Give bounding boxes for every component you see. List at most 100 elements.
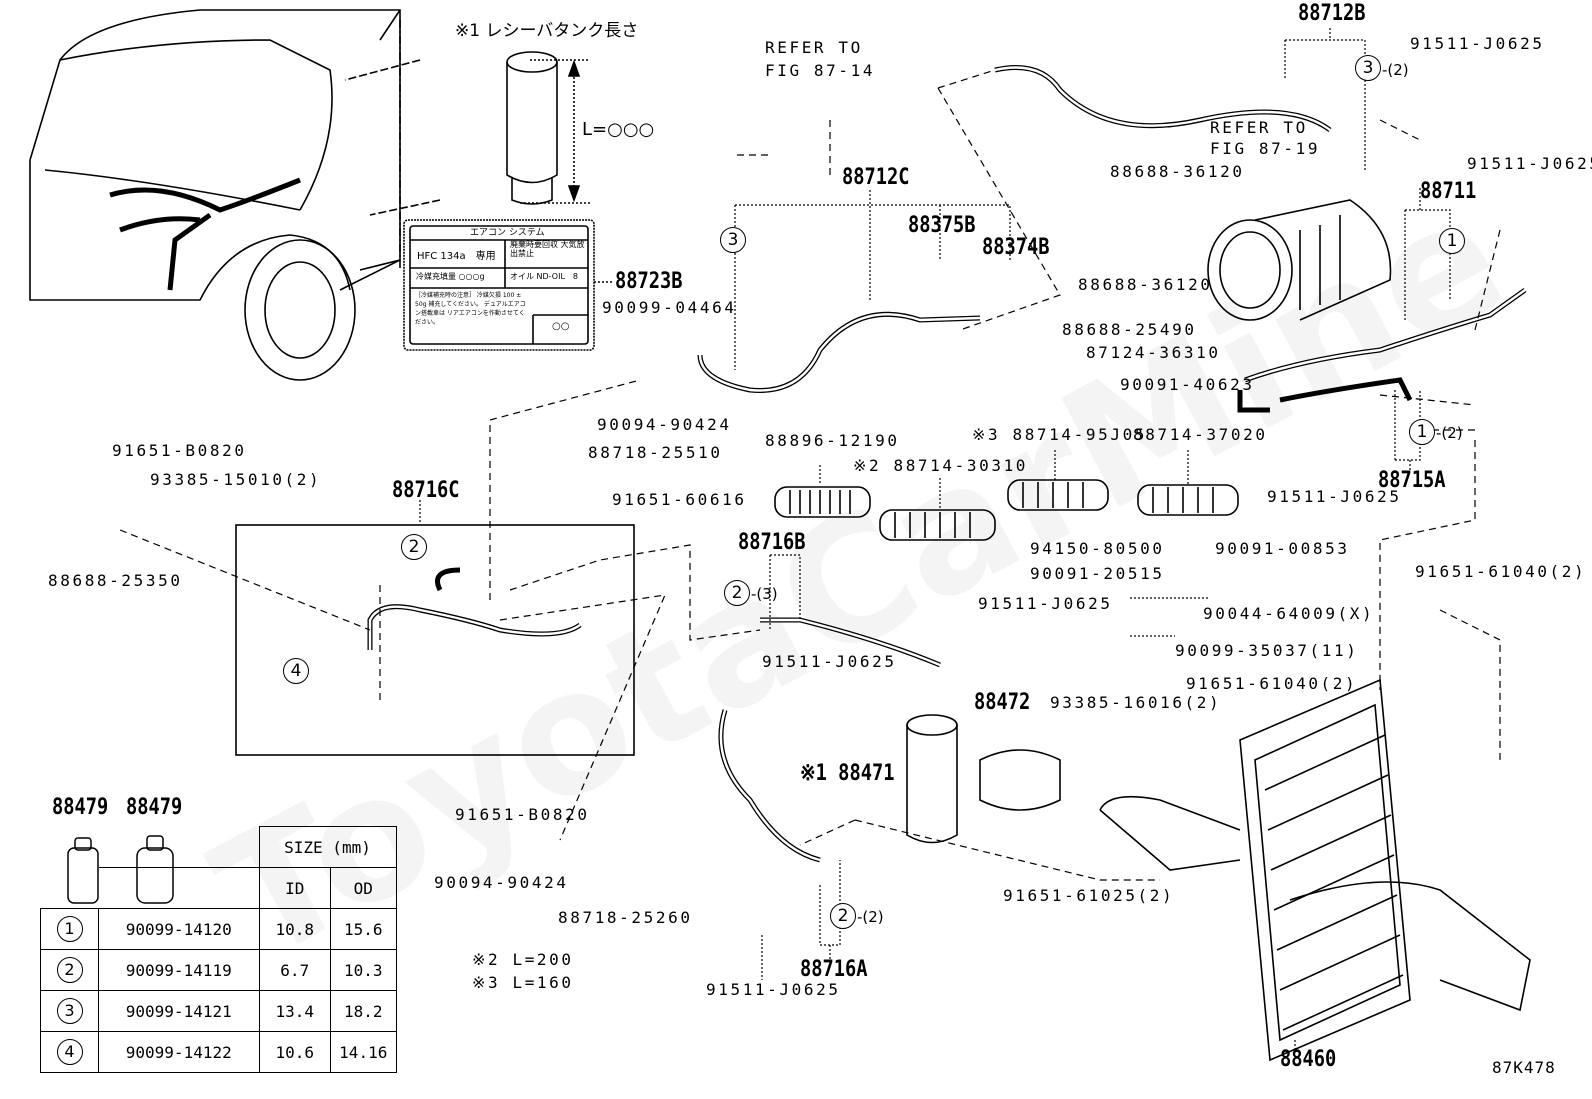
row-od: 10.3 xyxy=(330,949,397,991)
decal-oil: オイル ND-OIL 8 xyxy=(510,272,578,281)
od-header: OD xyxy=(330,867,397,909)
receiver-length-title: ※1 レシーバタンク長さ xyxy=(455,21,639,41)
circle-marker: 1 xyxy=(1409,419,1435,445)
part-label[interactable]: 90044-64009(X) xyxy=(1203,604,1375,623)
part-label[interactable]: 90091-00853 xyxy=(1215,539,1350,558)
part-label[interactable]: 91651-61040(2) xyxy=(1186,674,1358,693)
leader-lines xyxy=(119,69,1501,881)
row-part[interactable]: 90099-14121 xyxy=(98,990,260,1032)
part-label[interactable]: 88716A xyxy=(800,957,868,982)
compressor-drawing xyxy=(1207,199,1392,321)
decal-header: エアコン システム xyxy=(470,228,545,238)
part-label[interactable]: 94150-80500 xyxy=(1030,539,1165,558)
row-part[interactable]: 90099-14122 xyxy=(98,1031,260,1073)
decal-code: ○○ xyxy=(552,321,570,332)
insulator-tubes xyxy=(774,479,1239,541)
row-od: 18.2 xyxy=(330,990,397,1032)
id-header: ID xyxy=(258,867,332,909)
circle-marker: 3 xyxy=(1355,55,1381,81)
qty-label: -(3) xyxy=(751,585,778,603)
part-label[interactable]: 88479 xyxy=(52,795,109,820)
part-label[interactable]: 88896-12190 xyxy=(765,431,900,450)
part-label[interactable]: 91651-B0820 xyxy=(455,805,590,824)
part-label[interactable]: 91651-60616 xyxy=(612,490,747,509)
part-label[interactable]: 88711 xyxy=(1420,179,1477,204)
part-label[interactable]: 88718-25510 xyxy=(588,443,723,462)
row-mark: 4 xyxy=(56,1039,83,1065)
receiver-dryer-drawing xyxy=(906,714,1061,844)
row-id: 6.7 xyxy=(258,949,332,991)
row-id: 10.6 xyxy=(258,1031,332,1073)
part-label[interactable]: 88479 xyxy=(126,795,183,820)
part-label[interactable]: 90099-35037(11) xyxy=(1175,641,1359,660)
part-label[interactable]: 88460 xyxy=(1280,1047,1337,1072)
refer-to-87-14-line1: REFER TO xyxy=(765,38,863,57)
row-part[interactable]: 90099-14120 xyxy=(98,908,260,950)
row-mark: 2 xyxy=(56,957,83,983)
note-label: ※3 L=160 xyxy=(472,973,574,992)
part-label[interactable]: 90091-20515 xyxy=(1030,564,1165,583)
part-label[interactable]: 88472 xyxy=(974,690,1031,715)
part-label[interactable]: 90099-04464 xyxy=(602,298,737,317)
row-mark: 3 xyxy=(56,998,83,1024)
row-part[interactable]: 90099-14119 xyxy=(98,949,260,991)
part-label[interactable]: 88688-25350 xyxy=(48,571,183,590)
part-label[interactable]: 88688-25490 xyxy=(1062,320,1197,339)
circle-marker: 1 xyxy=(1439,228,1465,254)
part-label[interactable]: 88712B xyxy=(1298,1,1366,26)
decal-recovery: 廃棄時要回収 大気放出禁止 xyxy=(510,240,585,258)
part-label[interactable]: 90094-90424 xyxy=(434,873,569,892)
truck-drawing xyxy=(29,9,401,381)
part-label[interactable]: 87124-36310 xyxy=(1086,343,1221,362)
note-label: ※2 L=200 xyxy=(472,950,574,969)
part-label[interactable]: 91511-J0625 xyxy=(706,980,841,999)
part-label[interactable]: 88716C xyxy=(392,478,460,503)
part-label[interactable]: 93385-15010(2) xyxy=(150,470,322,489)
part-label[interactable]: 91511-J0625 xyxy=(1467,154,1592,173)
row-mark: 1 xyxy=(56,916,83,942)
part-label[interactable]: 91651-61040(2) xyxy=(1415,562,1587,581)
circle-marker: 2 xyxy=(401,534,427,560)
part-label[interactable]: 88688-36120 xyxy=(1110,162,1245,181)
refer-to-87-14-line2[interactable]: FIG 87-14 xyxy=(765,61,876,80)
88716c-group-box xyxy=(235,524,635,756)
part-label[interactable]: 91511-J0625 xyxy=(762,652,897,671)
row-id: 10.8 xyxy=(258,908,332,950)
row-od: 15.6 xyxy=(330,908,397,950)
row-od: 14.16 xyxy=(330,1031,397,1073)
circle-marker: 4 xyxy=(283,658,309,684)
part-label[interactable]: 90091-40623 xyxy=(1120,375,1255,394)
part-label[interactable]: 88718-25260 xyxy=(558,908,693,927)
receiver-inset-drawing xyxy=(344,51,590,216)
part-label[interactable]: 91511-J0625 xyxy=(1267,487,1402,506)
part-label[interactable]: ※2 88714-30310 xyxy=(853,456,1029,475)
receiver-length-value: L=○○○ xyxy=(582,119,655,140)
part-label[interactable]: 88375B xyxy=(908,213,976,238)
part-label[interactable]: 88716B xyxy=(738,530,806,555)
part-label[interactable]: 88714-37020 xyxy=(1133,425,1268,444)
part-label[interactable]: ※3 88714-95J05 xyxy=(972,425,1148,444)
part-label[interactable]: 88715A xyxy=(1378,468,1446,493)
part-label[interactable]: 91511-J0625 xyxy=(978,594,1113,613)
part-label[interactable]: 88374B xyxy=(982,235,1050,260)
part-label[interactable]: 91651-61025(2) xyxy=(1003,886,1175,905)
circle-marker: 3 xyxy=(720,227,746,253)
part-label[interactable]: 91651-B0820 xyxy=(112,441,247,460)
circle-marker: 2 xyxy=(830,903,856,929)
part-label[interactable]: 88712C xyxy=(842,165,910,190)
part-label[interactable]: 93385-16016(2) xyxy=(1050,693,1222,712)
circle-marker: 2 xyxy=(724,580,750,606)
decal-label-drawing xyxy=(403,219,612,351)
part-label[interactable]: 90094-90424 xyxy=(597,415,732,434)
qty-label: -(2) xyxy=(857,908,884,926)
part-label[interactable]: ※1 88471 xyxy=(800,761,895,786)
row-id: 13.4 xyxy=(258,990,332,1032)
part-label[interactable]: 88688-36120 xyxy=(1078,275,1213,294)
part-label[interactable]: 88723B xyxy=(615,269,683,294)
refer-to-87-19-line2[interactable]: FIG 87-19 xyxy=(1210,139,1321,158)
part-label[interactable]: 91511-J0625 xyxy=(1410,34,1545,53)
